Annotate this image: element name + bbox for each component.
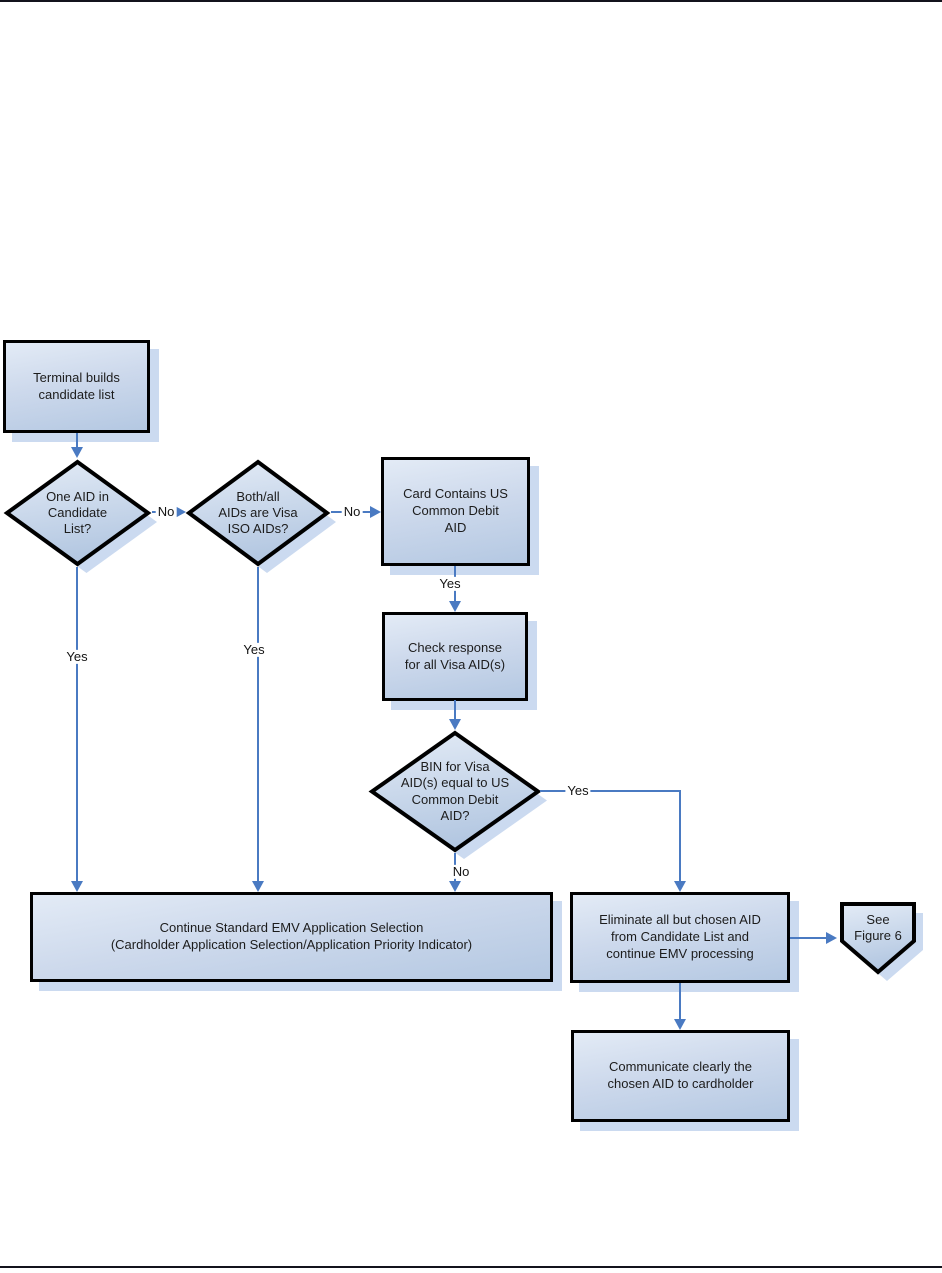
pentagon-shape [840, 902, 923, 981]
edge-eliminate-to-communicate-line [679, 983, 681, 1020]
edge-eliminate-to-communicate-arrow [674, 1019, 686, 1030]
edge-terminal-to-one-aid-arrow [71, 447, 83, 458]
edge-one-aid-no-arrow [175, 506, 186, 518]
decision-both-all-visa-iso-aids: Both/all AIDs are Visa ISO AIDs? [185, 458, 344, 581]
decision-label: Both/all AIDs are Visa ISO AIDs? [218, 488, 298, 537]
edge-one-aid-yes-arrow [71, 881, 83, 892]
edge-bin-no-label: No [450, 863, 472, 880]
edge-bin-yes-arrow [674, 881, 686, 892]
edge-card-contains-yes-arrow [449, 601, 461, 612]
node-check-response-visa-aids: Check response for all Visa AID(s) [382, 612, 528, 701]
decision-label: BIN for Visa AID(s) equal to US Common D… [400, 759, 510, 823]
edge-both-all-yes-line [257, 567, 259, 881]
edge-card-contains-yes-label: Yes [437, 575, 463, 592]
edge-both-all-yes-arrow [252, 881, 264, 892]
edge-both-all-no-label: No [341, 503, 363, 520]
diamond-shape [368, 730, 547, 859]
edge-both-all-yes-label: Yes [241, 641, 267, 658]
edge-bin-yes-label: Yes [565, 782, 591, 799]
node-eliminate-all-but-chosen-aid: Eliminate all but chosen AID from Candid… [570, 892, 790, 983]
edge-bin-yes-hline [540, 790, 681, 792]
edge-eliminate-to-figure-line [790, 937, 827, 939]
top-rule [0, 0, 942, 2]
decision-one-aid-in-candidate-list: One AID in Candidate List? [3, 458, 165, 581]
edge-bin-no-arrow [449, 881, 461, 892]
offpage-label: See Figure 6 [854, 911, 902, 943]
node-card-contains-us-common-debit-aid: Card Contains US Common Debit AID [381, 457, 530, 566]
node-continue-standard-emv-selection: Continue Standard EMV Application Select… [30, 892, 553, 982]
decision-bin-equal-us-common-debit: BIN for Visa AID(s) equal to US Common D… [368, 729, 555, 867]
bottom-rule [0, 1266, 942, 1268]
offpage-connector-see-figure-6: See Figure 6 [840, 902, 929, 987]
edge-one-aid-no-label: No [155, 503, 177, 520]
node-terminal-builds-candidate-list: Terminal builds candidate list [3, 340, 150, 433]
decision-label: One AID in Candidate List? [46, 488, 109, 537]
edge-both-all-no-arrow [370, 506, 381, 518]
diamond-shape [185, 459, 336, 573]
edge-bin-yes-vline [679, 790, 681, 881]
edge-one-aid-yes-label: Yes [64, 648, 90, 665]
edge-check-to-bin-arrow [449, 719, 461, 730]
edge-eliminate-to-figure-arrow [826, 932, 837, 944]
node-communicate-chosen-aid: Communicate clearly the chosen AID to ca… [571, 1030, 790, 1122]
edge-one-aid-yes-line [76, 567, 78, 881]
edge-check-to-bin-line [454, 700, 456, 720]
diamond-shape [3, 459, 157, 573]
edge-terminal-to-one-aid-line [76, 433, 78, 448]
